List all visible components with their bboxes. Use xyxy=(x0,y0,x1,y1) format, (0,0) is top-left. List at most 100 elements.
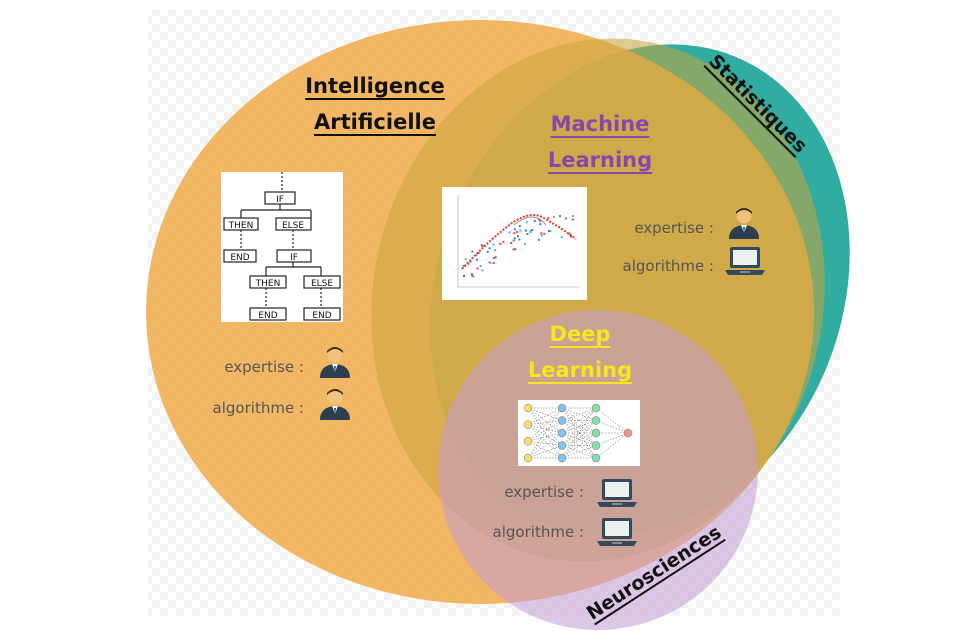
scatter-point xyxy=(499,242,502,245)
scatter-point xyxy=(537,238,540,241)
scatter-point xyxy=(513,237,516,240)
nn-node xyxy=(523,420,533,429)
scatter-point xyxy=(471,273,473,276)
flow-if-2: IF xyxy=(290,253,298,263)
scatter-point xyxy=(512,239,515,242)
scatter-point xyxy=(513,232,516,235)
scatter-point xyxy=(540,232,543,235)
scatter-point xyxy=(492,262,495,264)
nn-connection xyxy=(561,407,597,459)
nn-node xyxy=(557,453,567,463)
scatter-point xyxy=(560,236,563,239)
regression-curve xyxy=(461,214,577,270)
scatter-point xyxy=(479,265,482,267)
nn-connection xyxy=(561,407,597,434)
nn-connection xyxy=(527,407,563,442)
scatter-point xyxy=(513,228,516,231)
scatter-point xyxy=(516,231,519,233)
scatter-point xyxy=(529,231,532,234)
nn-node xyxy=(591,441,601,450)
person-icon xyxy=(320,389,350,420)
scatter-point xyxy=(518,238,521,241)
person-icon xyxy=(729,208,759,239)
dl-algorithme-label: algorithme : xyxy=(492,523,584,541)
scatter-point xyxy=(523,243,526,246)
nn-connection xyxy=(527,432,563,459)
dl-title-line1: Deep xyxy=(549,322,611,346)
nn-connection xyxy=(527,407,563,421)
scatter-point xyxy=(565,217,568,220)
gray-curve xyxy=(513,216,547,226)
nn-connection xyxy=(561,420,597,459)
scatter-point xyxy=(526,233,529,235)
scatter-point xyxy=(512,248,515,251)
ai-title-line1: Intelligence xyxy=(305,74,445,98)
nn-connection xyxy=(561,407,597,421)
dl-title: Deep Learning xyxy=(505,316,655,388)
scatter-point xyxy=(559,215,561,218)
nn-node xyxy=(523,453,533,463)
nn-connection xyxy=(527,407,563,446)
scatter-point xyxy=(492,243,495,246)
scatter-point xyxy=(510,242,513,244)
scatter-point xyxy=(467,263,470,266)
scatter-point xyxy=(494,249,497,251)
flow-end-1: END xyxy=(230,253,249,263)
scatter-point xyxy=(480,244,483,247)
scatter-point xyxy=(502,240,505,243)
scatter-point xyxy=(494,256,497,259)
laptop-icon xyxy=(597,518,637,546)
flowchart-svg: IF THEN ELSE END IF THEN ELSE END END xyxy=(223,172,341,321)
nn-connection xyxy=(595,432,629,459)
scatter-point xyxy=(547,230,550,233)
ai-title-line2: Artificielle xyxy=(314,110,436,134)
scatter-point xyxy=(547,217,550,219)
scatter-point xyxy=(514,248,517,251)
nn-node xyxy=(557,428,567,438)
scatter-point xyxy=(539,219,542,222)
scatter-point xyxy=(531,228,534,231)
scatter-point xyxy=(571,215,574,217)
flow-end-3: END xyxy=(312,311,331,321)
nn-node xyxy=(591,453,601,463)
scatter-point xyxy=(493,256,496,259)
ml-scatter-plot xyxy=(442,187,587,300)
flow-else-2: ELSE xyxy=(311,279,333,289)
nn-connection xyxy=(527,424,563,446)
nn-node xyxy=(591,416,601,425)
scatter-point xyxy=(568,232,571,235)
scatter-point xyxy=(552,215,555,218)
scatter-point xyxy=(549,230,552,233)
nn-connection xyxy=(527,441,563,459)
scatter-point xyxy=(524,229,527,232)
nn-connection xyxy=(527,424,563,459)
scatter-point xyxy=(462,264,465,267)
scatter-point xyxy=(486,250,489,253)
nn-connection xyxy=(595,432,629,446)
flow-if-1: IF xyxy=(276,195,284,205)
scatter-point xyxy=(571,218,574,221)
nn-node xyxy=(591,403,601,413)
scatter-point xyxy=(519,229,522,232)
nn-connection xyxy=(527,441,563,446)
scatter-point xyxy=(463,275,465,277)
scatter-point xyxy=(481,269,484,272)
laptop-icon xyxy=(597,479,637,507)
ml-title: Machine Learning xyxy=(520,106,680,178)
flow-end-2: END xyxy=(258,311,277,321)
laptop-icon xyxy=(725,247,765,275)
nn-connection xyxy=(527,407,563,434)
scatter-point xyxy=(518,225,521,227)
nn-connection xyxy=(527,420,563,459)
dl-title-line2: Learning xyxy=(527,358,633,382)
scatter-point xyxy=(533,219,536,222)
scatter-point xyxy=(525,221,528,224)
scatter-point xyxy=(539,223,542,226)
dl-expertise-label: expertise : xyxy=(504,483,584,501)
scatter-point xyxy=(508,231,511,234)
flow-then-1: THEN xyxy=(228,221,254,231)
nn-connection xyxy=(527,420,563,425)
nn-node xyxy=(591,428,601,438)
nn-node xyxy=(557,441,567,450)
neurosciences-circle xyxy=(438,310,758,630)
